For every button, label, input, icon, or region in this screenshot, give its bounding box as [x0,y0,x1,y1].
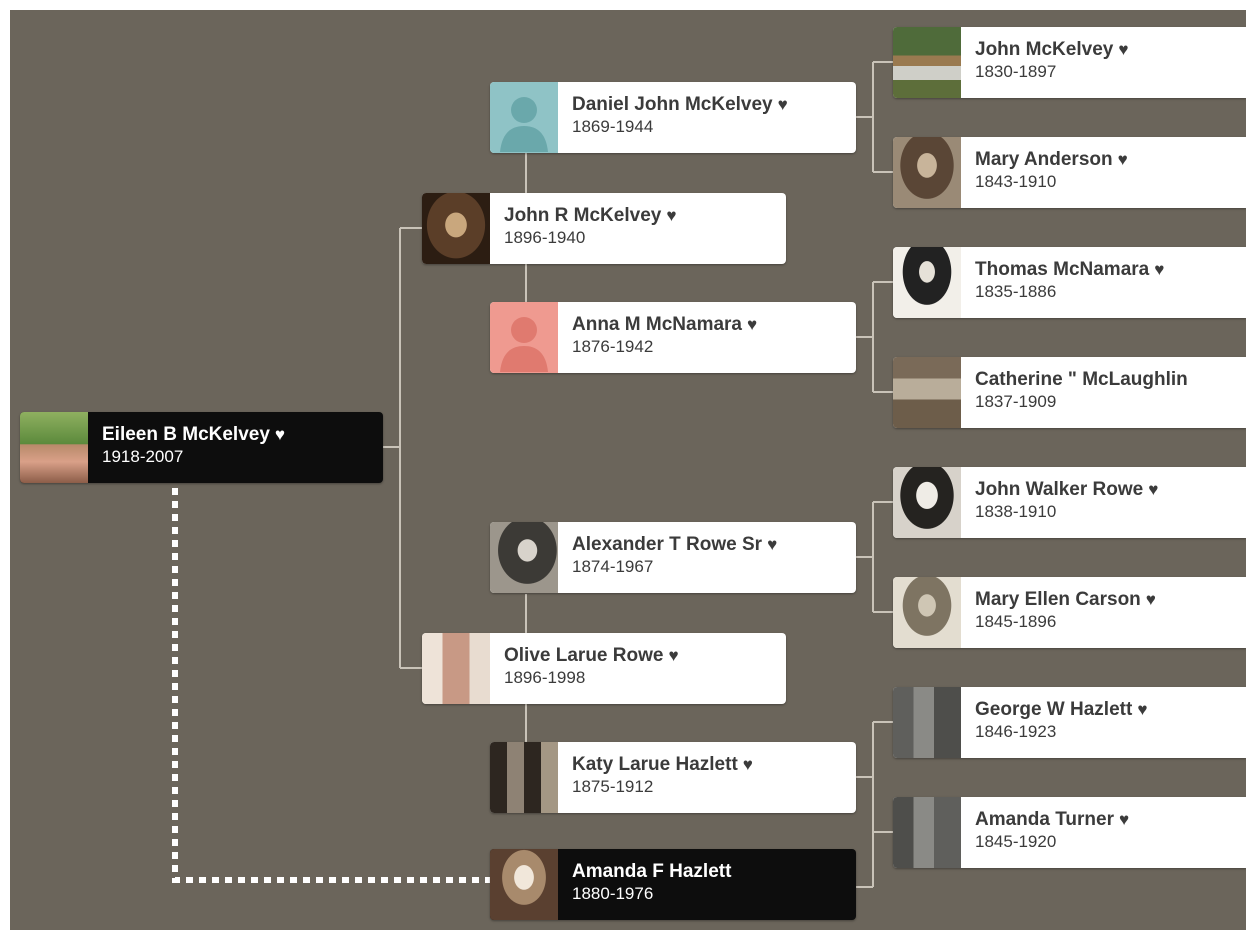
person-years: 1874-1967 [572,557,654,576]
person-card-john-r-mckelvey[interactable]: John R McKelvey♥ 1896-1940 [422,193,786,264]
person-name: Mary Anderson [975,149,1113,170]
person-years: 1846-1923 [975,722,1057,741]
person-years: 1869-1944 [572,117,654,136]
person-card-daniel-john-mckelvey[interactable]: Daniel John McKelvey♥ 1869-1944 [490,82,856,153]
person-years: 1843-1910 [975,172,1057,191]
heart-icon[interactable]: ♥ [1117,150,1128,169]
person-name: Olive Larue Rowe [504,645,664,666]
heart-icon[interactable]: ♥ [668,646,679,665]
person-photo [893,467,961,538]
heart-icon[interactable]: ♥ [1137,700,1148,719]
person-name: Eileen B McKelvey [102,424,270,445]
person-photo [893,247,961,318]
person-photo [893,27,961,98]
person-years: 1875-1912 [572,777,654,796]
person-photo [490,742,558,813]
heart-icon[interactable]: ♥ [666,206,677,225]
person-name: John McKelvey [975,39,1114,60]
person-name: Katy Larue Hazlett [572,754,738,775]
person-name: Amanda Turner [975,809,1115,830]
person-card-catherine-mclaughlin[interactable]: Catherine " McLaughlin 1837-1909 [893,357,1246,428]
person-card-anna-m-mcnamara[interactable]: Anna M McNamara ♥ 1876-1942 [490,302,856,373]
person-name: John R McKelvey [504,205,662,226]
person-name: John Walker Rowe [975,479,1144,500]
heart-icon[interactable]: ♥ [1148,480,1159,499]
relationship-path-dotted [172,488,492,883]
person-card-amanda-turner[interactable]: Amanda Turner♥ 1845-1920 [893,797,1246,868]
person-card-john-mckelvey[interactable]: John McKelvey♥ 1830-1897 [893,27,1246,98]
person-name: Thomas McNamara [975,259,1150,280]
person-card-mary-ellen-carson[interactable]: Mary Ellen Carson♥ 1845-1896 [893,577,1246,648]
person-years: 1837-1909 [975,392,1057,411]
person-name: Catherine " McLaughlin [975,369,1188,390]
person-years: 1880-1976 [572,884,654,903]
person-photo [20,412,88,483]
person-card-amanda-f-hazlett[interactable]: Amanda F Hazlett 1880-1976 [490,849,856,920]
person-card-alexander-t-rowe-sr[interactable]: Alexander T Rowe Sr♥ 1874-1967 [490,522,856,593]
person-card-thomas-mcnamara[interactable]: Thomas McNamara♥ 1835-1886 [893,247,1246,318]
person-card-mary-anderson[interactable]: Mary Anderson♥ 1843-1910 [893,137,1246,208]
person-card-katy-larue-hazlett[interactable]: Katy Larue Hazlett♥ 1875-1912 [490,742,856,813]
person-photo [490,522,558,593]
heart-icon[interactable]: ♥ [274,425,286,444]
person-years: 1896-1998 [504,668,586,687]
heart-icon[interactable]: ♥ [777,95,788,114]
heart-icon[interactable]: ♥ [1119,810,1130,829]
person-photo [490,849,558,920]
heart-icon[interactable]: ♥ [1118,40,1129,59]
person-photo [893,357,961,428]
person-years: 1845-1896 [975,612,1057,631]
person-years: 1845-1920 [975,832,1057,851]
person-card-olive-larue-rowe[interactable]: Olive Larue Rowe♥ 1896-1998 [422,633,786,704]
person-name: Anna M McNamara [572,314,742,335]
person-card-george-w-hazlett[interactable]: George W Hazlett♥ 1846-1923 [893,687,1246,758]
male-silhouette-icon [500,97,548,152]
heart-icon[interactable]: ♥ [1154,260,1165,279]
heart-icon[interactable]: ♥ [767,535,778,554]
person-name: George W Hazlett [975,699,1133,720]
heart-icon[interactable]: ♥ [747,315,758,334]
person-photo [893,797,961,868]
person-photo [893,687,961,758]
person-name: Alexander T Rowe Sr [572,534,763,555]
person-years: 1896-1940 [504,228,586,247]
pedigree-tree: Eileen B McKelvey♥ 1918-2007 John R McKe… [10,10,1246,930]
person-card-eileen[interactable]: Eileen B McKelvey♥ 1918-2007 [20,412,383,483]
person-photo [490,82,558,153]
person-name: Amanda F Hazlett [572,861,732,882]
person-photo [422,633,490,704]
person-years: 1830-1897 [975,62,1057,81]
person-years: 1838-1910 [975,502,1057,521]
person-photo [422,193,490,264]
person-card-john-walker-rowe[interactable]: John Walker Rowe♥ 1838-1910 [893,467,1246,538]
person-name: Mary Ellen Carson [975,589,1141,610]
person-years: 1876-1942 [572,337,654,356]
heart-icon[interactable]: ♥ [742,755,753,774]
person-years: 1918-2007 [102,447,184,466]
tree-connectors [172,61,893,888]
person-photo [490,302,558,373]
female-silhouette-icon [500,317,548,372]
person-name: Daniel John McKelvey [572,94,773,115]
person-years: 1835-1886 [975,282,1057,301]
heart-icon[interactable]: ♥ [1145,590,1156,609]
person-photo [893,577,961,648]
person-photo [893,137,961,208]
